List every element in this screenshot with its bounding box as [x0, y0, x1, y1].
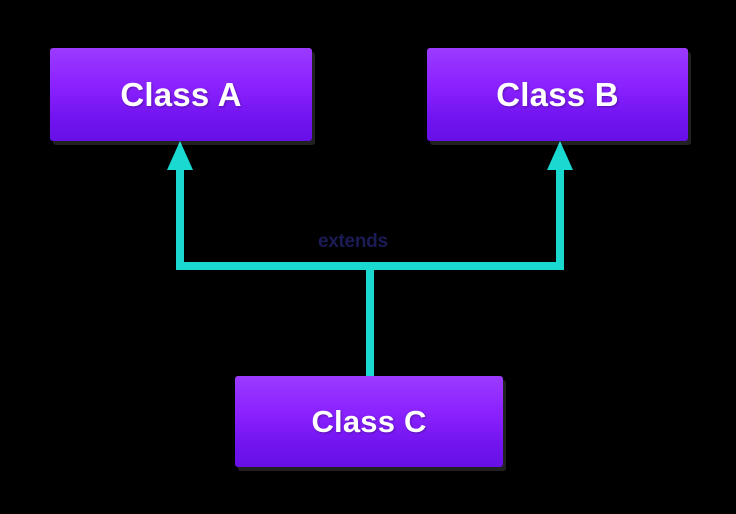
class-node-class-a[interactable]: Class A: [50, 48, 312, 141]
class-node-label: Class A: [120, 75, 242, 113]
arrowhead-to-class-a: [167, 141, 193, 170]
arrowhead-to-class-b: [547, 141, 573, 170]
edge-relationship-label: extends: [318, 231, 388, 252]
class-node-class-c[interactable]: Class C: [235, 376, 503, 467]
edge-class-c-to-class-a: [176, 168, 374, 376]
class-node-label: Class B: [496, 75, 619, 113]
edge-class-c-to-class-b: [370, 168, 564, 270]
class-node-label: Class C: [311, 403, 427, 439]
class-node-class-b[interactable]: Class B: [427, 48, 688, 141]
